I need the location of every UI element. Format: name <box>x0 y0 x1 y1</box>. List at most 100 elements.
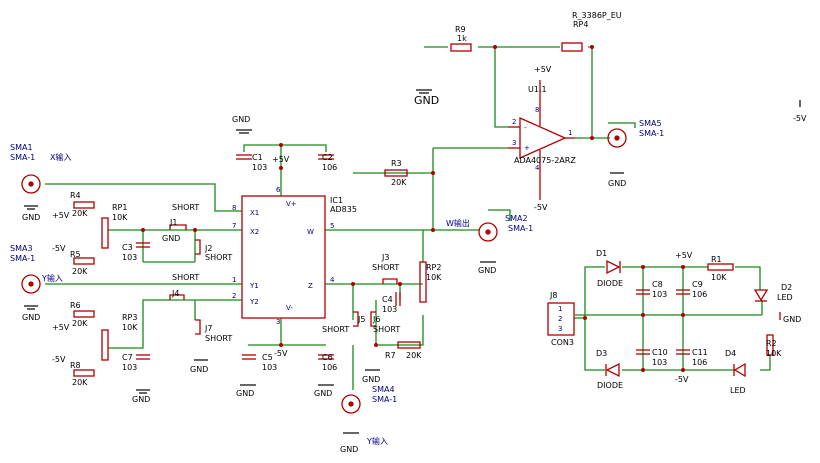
pin-num-5: 5 <box>330 222 334 230</box>
j6-short: SHORT <box>373 325 400 334</box>
gnd-sma1: GND <box>22 213 40 222</box>
rp3-pot <box>101 329 109 361</box>
j8-label: J8 <box>549 291 557 300</box>
j1-label: J1 <box>169 218 177 227</box>
vminus-opamp: -5V <box>534 203 548 212</box>
j5-jumper <box>353 311 359 327</box>
d2-label: D2 <box>781 283 792 292</box>
r5-value: 20K <box>72 267 88 276</box>
ic1-pin-z: Z <box>308 282 313 290</box>
d3-label: D3 <box>596 349 607 358</box>
c2-capacitor <box>318 154 334 160</box>
r7-label: R7 <box>385 351 396 360</box>
j2-label: J2 <box>204 244 212 253</box>
sma1-type: SMA-1 <box>10 153 35 162</box>
c1-value: 103 <box>252 163 267 172</box>
c10-value: 103 <box>652 358 667 367</box>
gnd-j7: GND <box>190 365 208 374</box>
ic1-part: AD835 <box>330 205 357 214</box>
d1-type: DIODE <box>597 279 623 288</box>
gnd-c6: GND <box>314 389 332 398</box>
con3-body <box>547 302 575 336</box>
c9-label: C9 <box>692 280 703 289</box>
vminus-corner: -5V <box>793 114 807 123</box>
opamp-minus: - <box>524 124 527 132</box>
j6-jumper <box>370 311 376 327</box>
labels: SMA1 SMA-1 X输入 SMA3 SMA-1 Y输入 SMA2 SMA-1… <box>10 11 807 454</box>
r4-label: R4 <box>70 191 81 200</box>
ic1-body <box>241 195 326 319</box>
c4-label: C4 <box>382 295 393 304</box>
y-input-label: Y输入 <box>41 273 63 283</box>
vminus-ic1: -5V <box>274 349 288 358</box>
r3-value: 20K <box>391 178 407 187</box>
opamp-gnd-label: GND <box>414 94 439 107</box>
r4-resistor <box>73 201 95 209</box>
d4-type: LED <box>730 386 746 395</box>
rp4-label: RP4 <box>573 20 588 29</box>
c10-label: C10 <box>652 348 668 357</box>
ic1-pin-y1: Y1 <box>249 282 259 290</box>
j1-jumper <box>169 224 187 230</box>
gnd-sma2: GND <box>478 266 496 275</box>
r3-resistor <box>384 169 408 177</box>
d4-led <box>733 362 746 378</box>
gnd-right: GND <box>783 315 801 324</box>
rp4-pot <box>561 42 583 52</box>
w-output-label: W输出 <box>446 218 470 228</box>
ic1-pin-vm: V- <box>286 304 293 312</box>
c9-capacitor <box>676 289 690 295</box>
r4-value: 20K <box>72 209 88 218</box>
pin-num-3: 3 <box>276 318 280 326</box>
sma2-type: SMA-1 <box>508 224 533 233</box>
gnd-j6: GND <box>362 375 380 384</box>
rp1-pot <box>101 217 109 249</box>
gnd-c1: GND <box>232 115 250 124</box>
sma4-connector <box>341 394 361 414</box>
x-input-label: X输入 <box>50 152 71 162</box>
d1-diode <box>606 259 621 275</box>
opamp-pin-3: 3 <box>512 139 516 147</box>
sma5-label: SMA5 <box>639 119 662 128</box>
r2-label: R2 <box>766 339 777 348</box>
r7-value: 20K <box>406 351 422 360</box>
pin-num-1: 1 <box>232 276 236 284</box>
j6-label: J6 <box>372 315 380 324</box>
c7-label: C7 <box>122 353 133 362</box>
y-input-bottom-label: Y输入 <box>366 436 388 446</box>
r7-resistor <box>397 341 421 349</box>
opamp-pin-2: 2 <box>512 118 516 126</box>
c4-capacitor <box>395 292 401 306</box>
c1-capacitor <box>236 154 252 160</box>
gnd-c5: GND <box>236 389 254 398</box>
c6-value: 106 <box>322 363 337 372</box>
con3-label: CON3 <box>551 338 574 347</box>
c1-label: C1 <box>252 153 263 162</box>
c7-value: 103 <box>122 363 137 372</box>
ic1-pin-x1: X1 <box>250 209 259 217</box>
ic1-pin-x2: X2 <box>250 228 259 236</box>
sma3-type: SMA-1 <box>10 254 35 263</box>
rp4-footprint: R_3386P_EU <box>572 11 622 20</box>
r1-value: 10K <box>711 273 727 282</box>
r8-resistor <box>73 369 95 377</box>
c8-value: 103 <box>652 290 667 299</box>
rp1-label: RP1 <box>112 203 127 212</box>
d2-led <box>753 289 769 302</box>
c10-capacitor <box>636 349 650 355</box>
r6-value: 20K <box>72 319 88 328</box>
ground-symbols <box>24 89 801 434</box>
j1-gnd: GND <box>162 234 180 243</box>
vplus-r4: +5V <box>52 211 70 220</box>
sma2-label: SMA2 <box>505 214 528 223</box>
c11-capacitor <box>676 349 690 355</box>
c4-value: 103 <box>382 305 397 314</box>
components <box>21 42 781 414</box>
j7-short: SHORT <box>205 334 232 343</box>
con3-pin-3: 3 <box>558 325 562 333</box>
vplus-ic1: +5V <box>272 155 290 164</box>
r9-resistor <box>450 43 472 52</box>
r8-value: 20K <box>72 378 88 387</box>
r5-label: R5 <box>70 250 81 259</box>
rp2-pot <box>419 261 427 303</box>
